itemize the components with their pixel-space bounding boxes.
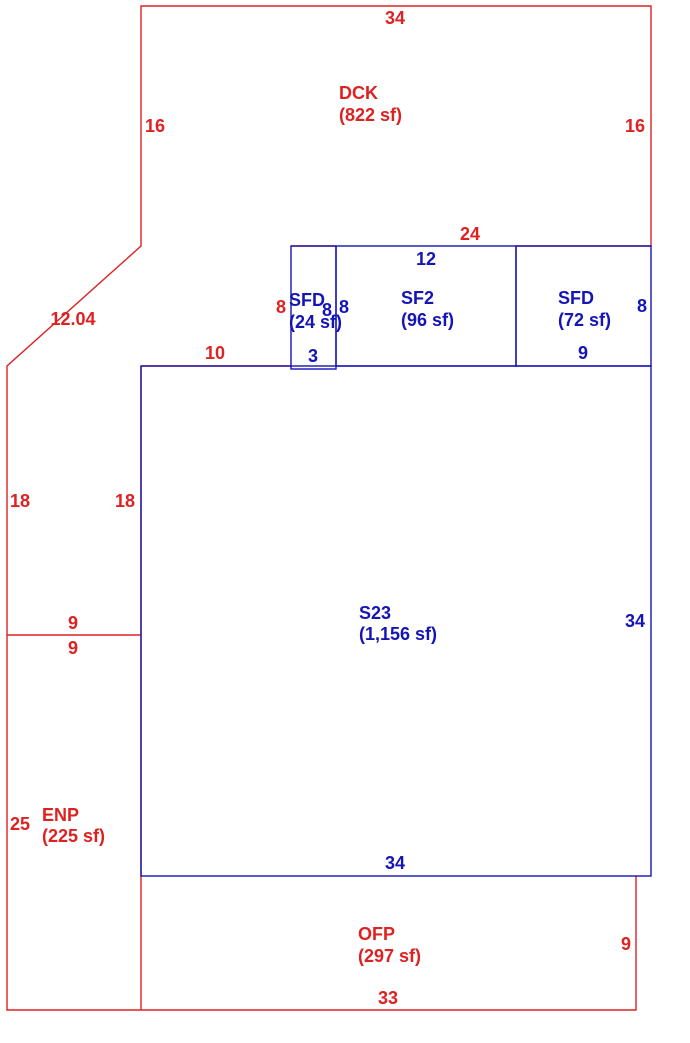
sfd-small-code: SFD [289,290,325,310]
dim-sf2-top: 12 [416,249,436,269]
dim-ofp-right: 9 [621,934,631,954]
dck-code: DCK [339,83,378,103]
dim-sf2-left: 8 [339,297,349,317]
dim-enp-mid-bottom: 9 [68,638,78,658]
dim-enp-left-upper: 18 [10,491,30,511]
dim-sfd-right-bottom: 9 [578,343,588,363]
dim-enp-right-upper: 18 [115,491,135,511]
dim-enp-mid-top: 9 [68,613,78,633]
area-labels: DCK (822 sf) SFD (24 sf) SF2 (96 sf) SFD… [42,83,611,966]
dimension-labels: 34 16 16 24 12.04 10 8 8 3 8 12 8 9 18 1… [10,8,647,1008]
sfd-right-code: SFD [558,288,594,308]
dim-dck-top: 34 [385,8,405,28]
s23-code: S23 [359,603,391,623]
enp-code: ENP [42,805,79,825]
dim-s23-bottom: 34 [385,853,405,873]
dim-ofp-bottom: 33 [378,988,398,1008]
red-outlines [6,5,652,1011]
dim-s23-right: 34 [625,611,645,631]
dck-area: (822 sf) [339,105,402,125]
dim-sfd-right-right: 8 [637,296,647,316]
dim-dck-bottom-left: 10 [205,343,225,363]
dim-enp-left-lower: 25 [10,814,30,834]
dim-dck-left: 16 [145,116,165,136]
sfd-right-area: (72 sf) [558,310,611,330]
s23-area: (1,156 sf) [359,624,437,644]
sf2-area: (96 sf) [401,310,454,330]
ofp-area: (297 sf) [358,946,421,966]
sf2-code: SF2 [401,288,434,308]
enp-area: (225 sf) [42,826,105,846]
s23-rect [140,365,652,877]
dim-sfd-small-bottom: 3 [308,346,318,366]
dim-dck-right: 16 [625,116,645,136]
ofp-code: OFP [358,924,395,944]
dim-diagonal: 12.04 [50,309,95,329]
blue-outlines [140,245,652,877]
dim-sfd-small-left: 8 [276,297,286,317]
dim-sfd-small-right: 8 [322,300,332,320]
dim-dck-bottom-right: 24 [460,224,480,244]
sfd-small-area: (24 sf) [289,312,342,332]
dck-outline [6,5,652,1011]
